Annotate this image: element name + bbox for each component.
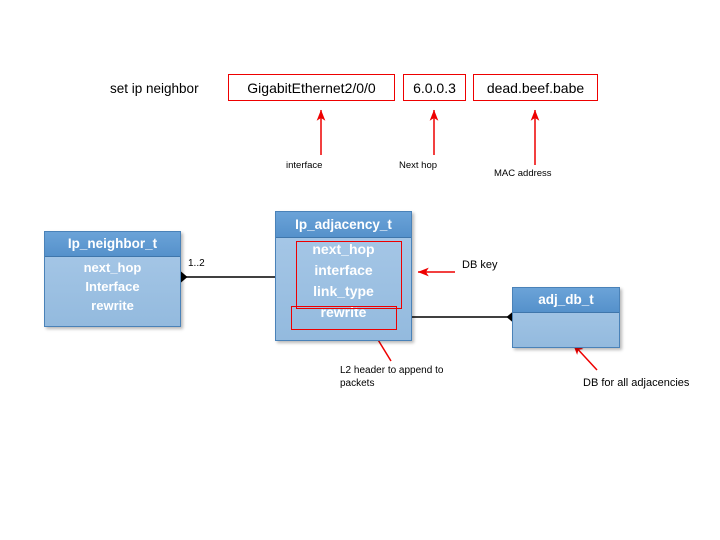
field-interface: interface [314, 262, 373, 278]
class-box-ip-adjacency[interactable]: Ip_adjacency_t next_hop interface link_t… [275, 211, 412, 341]
class-fields-ip-neighbor: next_hop Interface rewrite [45, 257, 180, 315]
command-token-interface[interactable]: GigabitEthernet2/0/0 [228, 74, 395, 101]
annotation-l2-header: L2 header to append to packets [340, 365, 444, 389]
annotation-db-key: DB key [462, 259, 498, 271]
class-box-ip-neighbor[interactable]: Ip_neighbor_t next_hop Interface rewrite [44, 231, 181, 327]
class-title-adj-db: adj_db_t [513, 288, 619, 313]
class-fields-adj-db [513, 313, 619, 314]
command-token-next-hop[interactable]: 6.0.0.3 [403, 74, 466, 101]
class-title-ip-neighbor: Ip_neighbor_t [45, 232, 180, 257]
callout-label-interface: interface [286, 160, 323, 171]
association-neighbor-adjacency [174, 271, 276, 283]
association-adjacency-adjdb [411, 311, 520, 323]
command-token-mac-address[interactable]: dead.beef.babe [473, 74, 598, 101]
annotation-db-all-adjacencies: DB for all adjacencies [583, 377, 690, 389]
annotation-arrow-db-all-adjacencies [572, 343, 598, 371]
field-rewrite: rewrite [91, 298, 134, 313]
class-box-adj-db[interactable]: adj_db_t [512, 287, 620, 348]
callout-label-next-hop: Next hop [399, 160, 438, 171]
field-interface: Interface [85, 279, 140, 294]
field-rewrite: rewrite [320, 304, 367, 320]
field-next-hop: next_hop [83, 260, 142, 275]
callout-label-mac-address: MAC address [494, 168, 552, 179]
class-title-ip-adjacency: Ip_adjacency_t [276, 212, 411, 238]
field-link-type: link_type [313, 283, 374, 299]
command-prefix-label: set ip neighbor [110, 81, 199, 96]
class-fields-ip-adjacency: next_hop interface link_type rewrite [276, 238, 411, 323]
field-next-hop: next_hop [312, 241, 375, 257]
multiplicity-label: 1..2 [188, 258, 205, 269]
